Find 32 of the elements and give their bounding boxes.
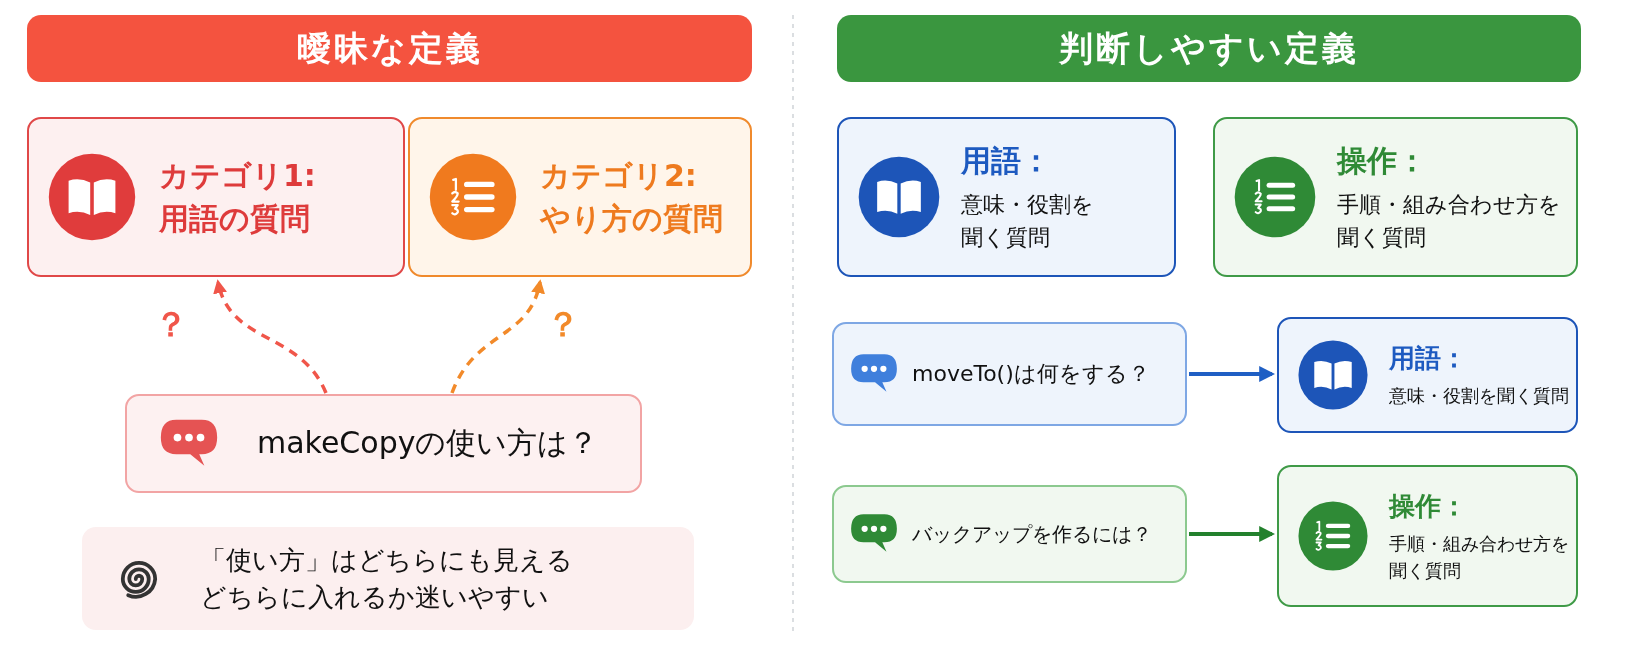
note-text: 「使い方」はどちらにも見えるどちらに入れるか迷いやすい <box>200 544 574 614</box>
definition-title: 操作： <box>1337 141 1428 180</box>
definition-text: 意味・役割を聞く質問 <box>1389 384 1570 408</box>
question-mark: ？ <box>546 303 580 346</box>
definition-title: 用語： <box>961 141 1052 180</box>
header-banner: 判断しやすい定義 <box>837 15 1581 82</box>
category-title: カテゴリ1:用語の質問 <box>159 156 317 238</box>
definition-box <box>1277 317 1578 433</box>
arrow <box>450 279 544 394</box>
question-text: moveTo()は何をする？ <box>912 360 1150 388</box>
question-mark: ？ <box>154 303 188 346</box>
note-box <box>82 527 694 630</box>
arrow <box>1189 366 1276 382</box>
question-box <box>125 394 642 493</box>
definition-title: 操作： <box>1389 489 1468 523</box>
definition-box <box>837 117 1176 277</box>
definition-box <box>1277 465 1578 607</box>
definition-box <box>1213 117 1578 277</box>
definition-title: 用語： <box>1389 342 1468 375</box>
definition-text: 意味・役割を聞く質問 <box>961 190 1095 252</box>
category-box <box>27 117 405 277</box>
category-title: カテゴリ2:やり方の質問 <box>540 156 724 238</box>
question-box <box>832 322 1187 426</box>
question-text: makeCopyの使い方は？ <box>257 424 599 462</box>
arrow <box>214 279 328 394</box>
arrow <box>1189 526 1276 542</box>
question-box <box>832 485 1187 583</box>
category-box <box>408 117 752 277</box>
question-text: バックアップを作るには？ <box>912 520 1152 548</box>
definition-text: 手順・組み合わせ方を聞く質問 <box>1337 190 1562 252</box>
header-banner: 曖昧な定義 <box>27 15 752 82</box>
definition-text: 手順・組み合わせ方を聞く質問 <box>1389 531 1570 583</box>
